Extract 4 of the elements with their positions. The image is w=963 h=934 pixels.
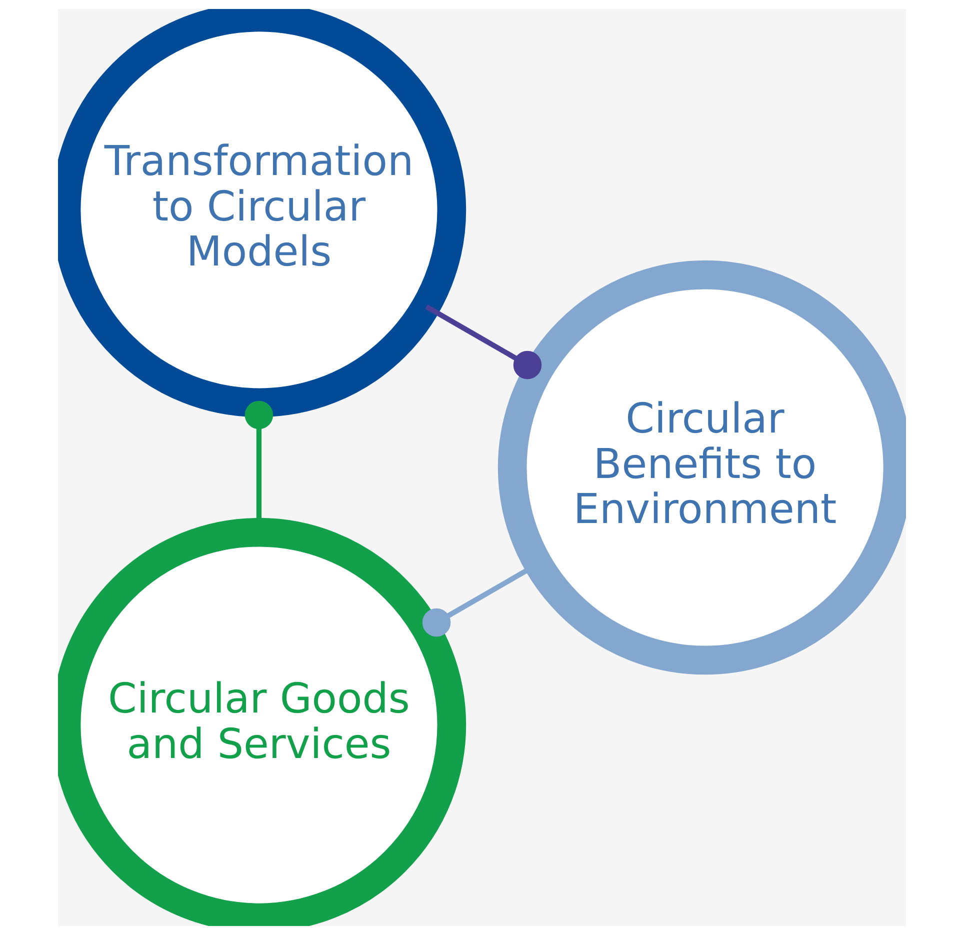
node-circle: Circular Goods and Services <box>58 517 466 926</box>
node-circle: Transformation to Circular Models <box>58 8 466 417</box>
connector <box>424 304 542 379</box>
node-circle: Circular Benefits to Environment <box>497 260 906 674</box>
